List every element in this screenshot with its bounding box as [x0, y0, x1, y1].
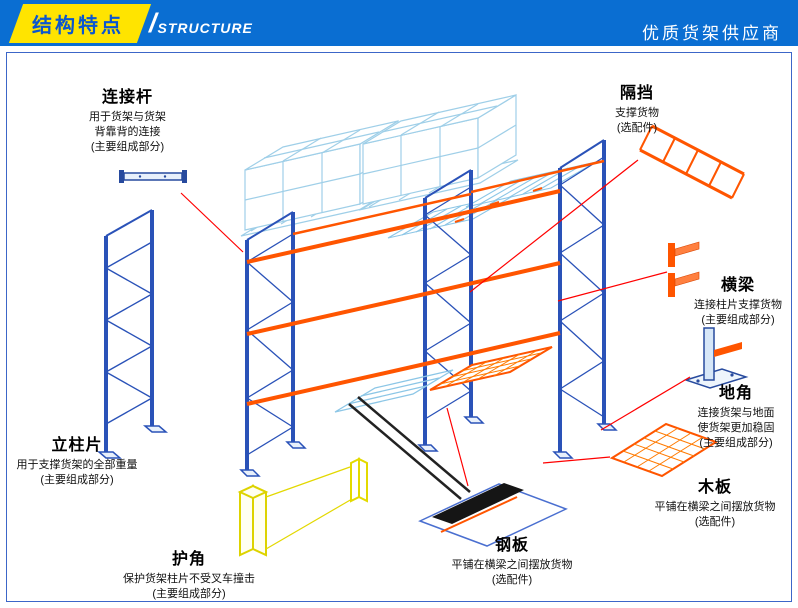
upright-frame-icon [96, 209, 169, 459]
label-steel-plate: 钢板 平铺在横梁之间摆放货物 (选配件) [432, 531, 592, 588]
label-beam-title: 横梁 [720, 277, 755, 294]
header-title-en: STRUCTURE [157, 20, 253, 36]
header-bar: 结构特点 / STRUCTURE 优质货架供应商 [0, 0, 798, 46]
header-supplier: 优质货架供应商 [642, 24, 782, 43]
header-title-group: 结构特点 / STRUCTURE [16, 5, 253, 41]
header-title-cn: 结构特点 [32, 14, 124, 37]
label-wood-board: 木板 平铺在横梁之间摆放货物 (选配件) [635, 473, 795, 530]
steel-plate-icon [418, 483, 568, 547]
corner-protector-icon [237, 484, 269, 557]
protector-link-lines [265, 466, 353, 550]
connecting-rod-icon [119, 170, 187, 183]
label-connecting-rod: 连接杆 用于货架与货架 背靠背的连接 (主要组成部分) [55, 83, 200, 155]
title-badge: 结构特点 [16, 4, 144, 43]
diagram-svg [96, 93, 749, 557]
wood-board-icon [609, 422, 719, 478]
label-divider-title: 隔挡 [619, 85, 654, 102]
rack-beams [246, 159, 605, 406]
label-beam: 横梁 连接柱片支撑货物 (主要组成部分) [679, 271, 797, 328]
label-upright-frame-title: 立柱片 [51, 437, 103, 454]
label-connecting-rod-title: 连接杆 [101, 89, 153, 106]
diagram-area: 连接杆 用于货架与货架 背靠背的连接 (主要组成部分) 隔挡 支撑货物 (选配件… [6, 52, 792, 602]
plate-band [348, 396, 471, 500]
label-wood-board-title: 木板 [697, 479, 732, 496]
label-upright-frame: 立柱片 用于支撑货架的全部重量 (主要组成部分) [7, 431, 147, 488]
divider-icon [639, 124, 745, 200]
floor-foot-icon [683, 327, 749, 389]
label-divider: 隔挡 支撑货物 (选配件) [582, 79, 692, 136]
title-separator: / [149, 8, 157, 38]
label-floor-foot: 地角 连接货架与地面 使货架更加稳固 (主要组成部分) [675, 379, 797, 451]
connector-lines [180, 159, 691, 487]
label-floor-foot-title: 地角 [718, 385, 753, 402]
beam-icon [668, 241, 700, 297]
label-corner-protector-title: 护角 [171, 551, 206, 568]
label-corner-protector: 护角 保护货架柱片不受叉车撞击 (主要组成部分) [99, 545, 279, 602]
label-steel-plate-title: 钢板 [494, 537, 529, 554]
mesh-deck [429, 346, 553, 391]
corner-protector-on-rack [350, 457, 368, 503]
